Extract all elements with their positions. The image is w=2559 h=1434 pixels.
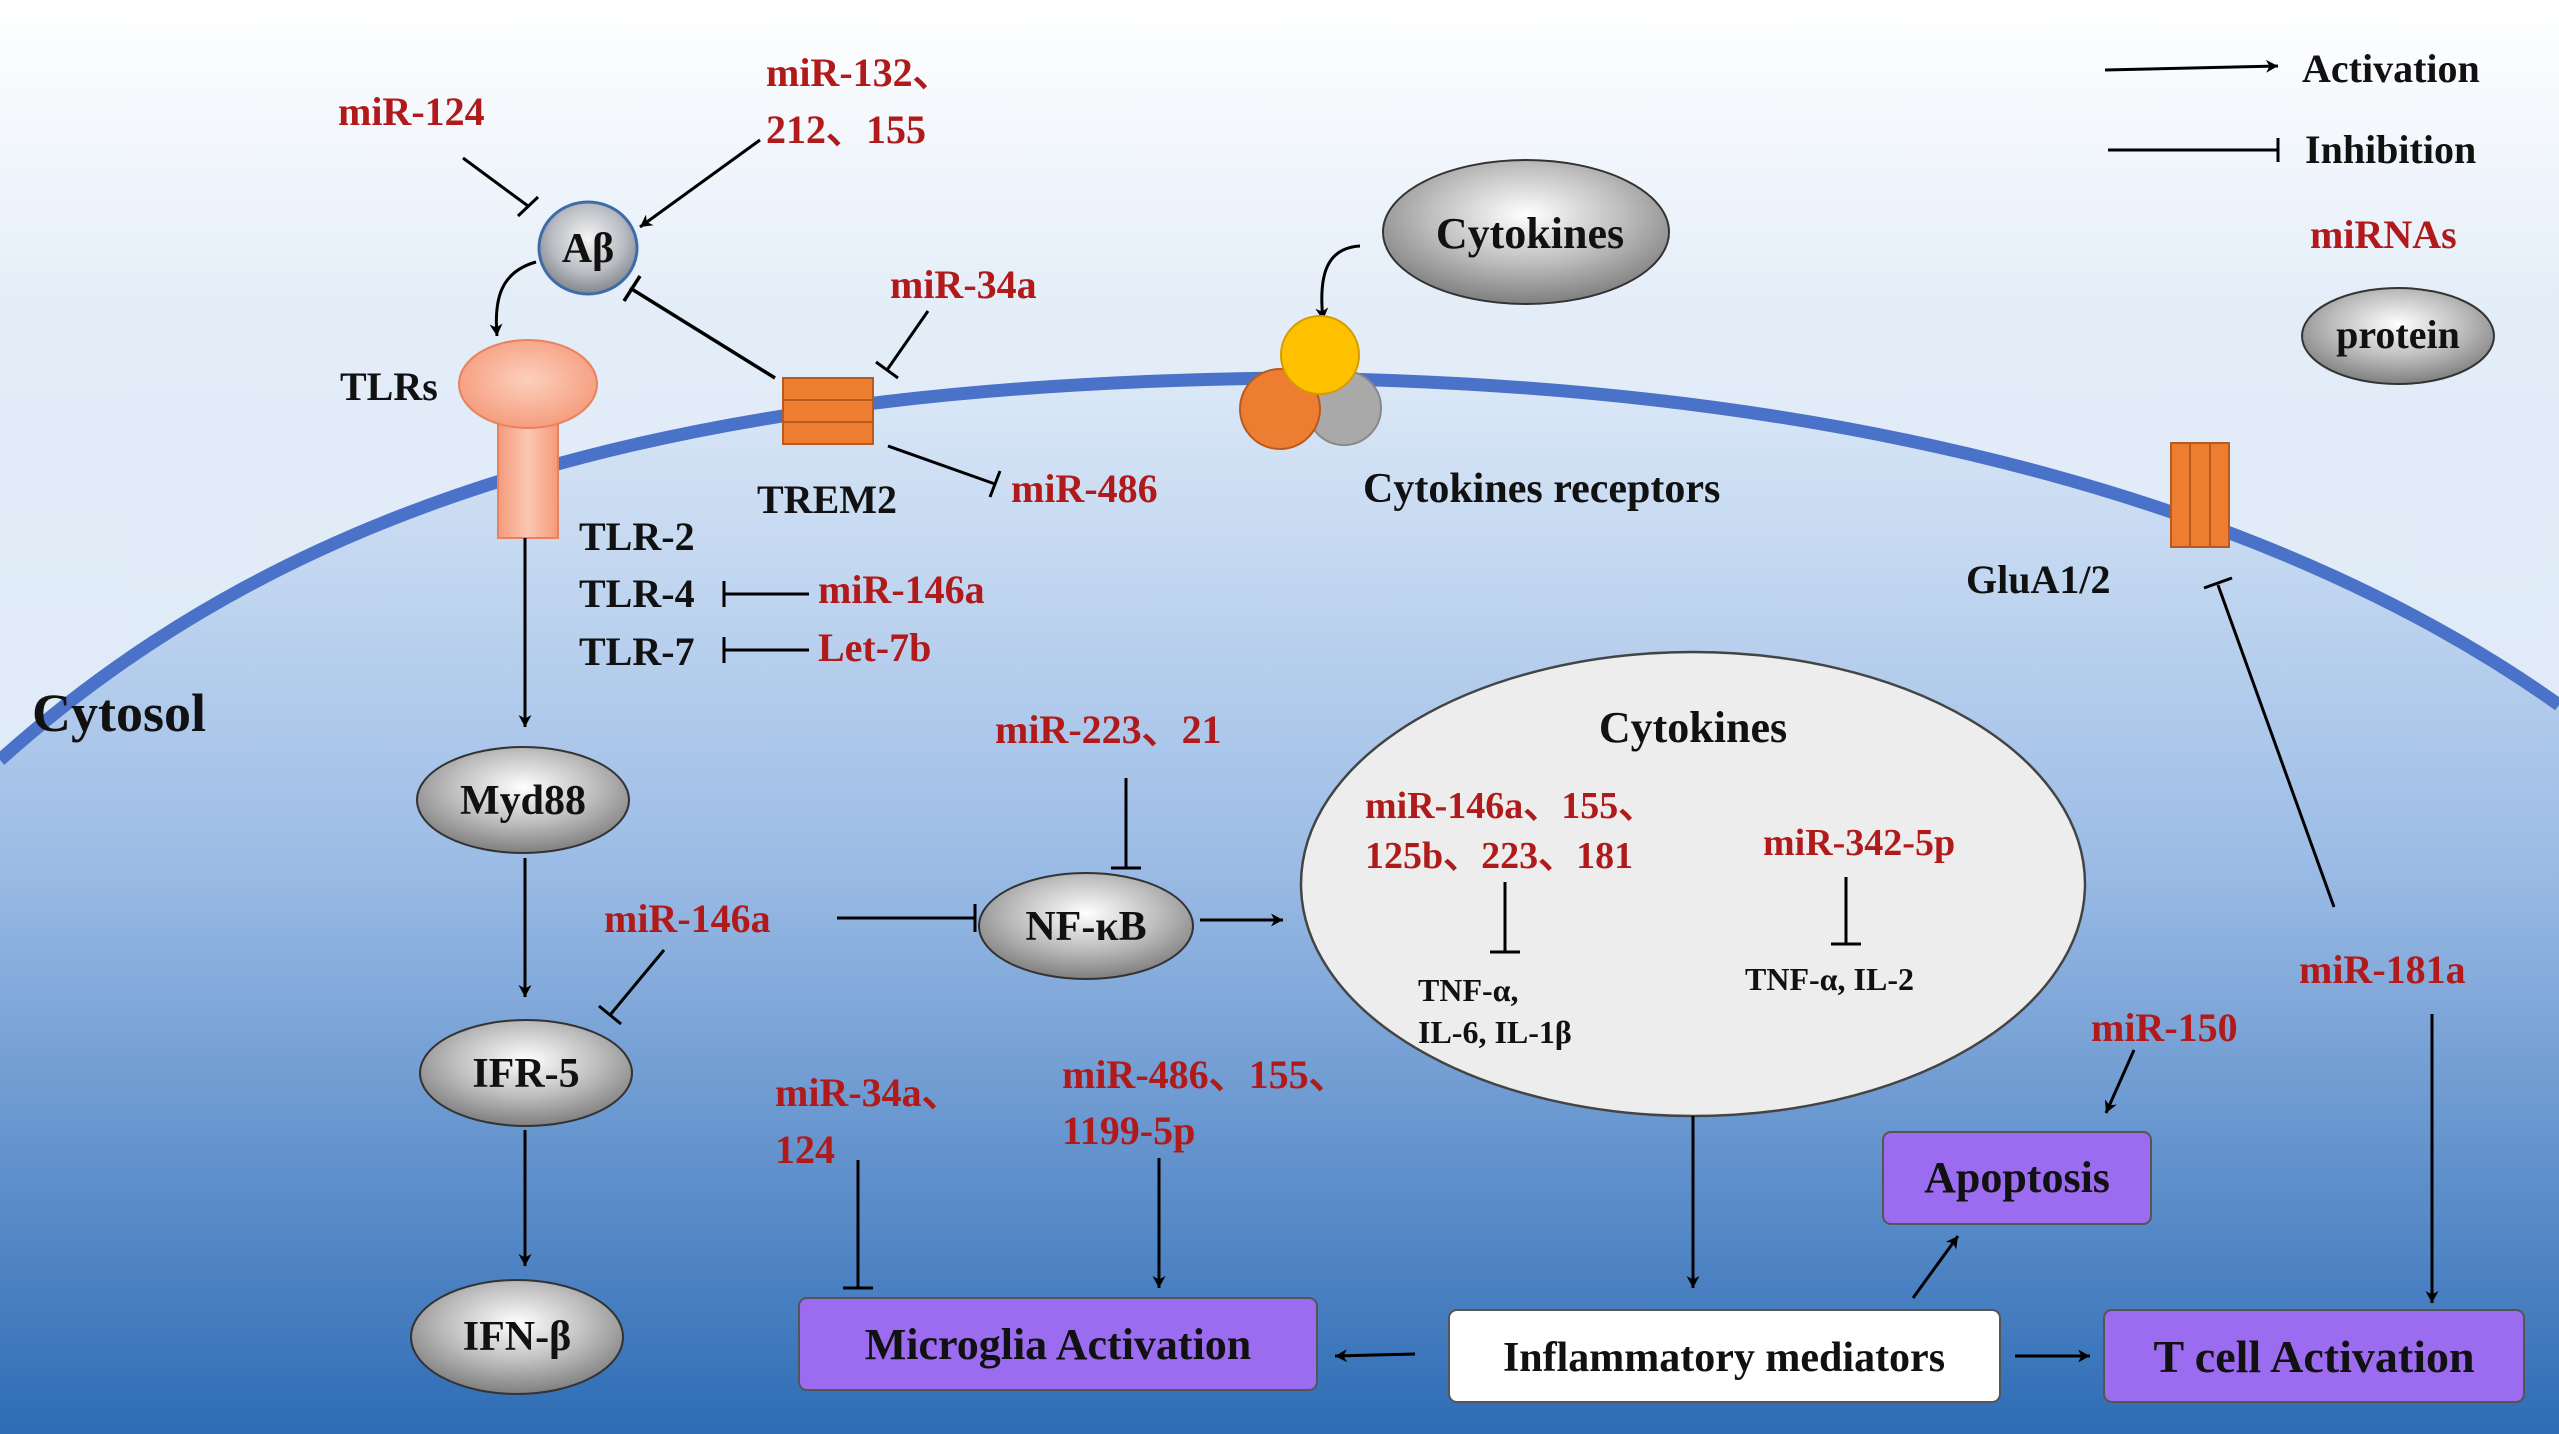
- nfkb-label: NF-κB: [1025, 904, 1146, 950]
- legend-activation-arrow: [2104, 59, 2279, 73]
- tlr2-label: TLR-2: [579, 514, 695, 559]
- cytokines-top-label: Cytokines: [1436, 209, 1624, 258]
- mirna-342-5p: miR-342-5p: [1763, 822, 1955, 864]
- legend-activation-label: Activation: [2302, 46, 2480, 91]
- mirna-486-155-line2: 1199-5p: [1062, 1108, 1195, 1153]
- abeta-protein: [537, 200, 639, 296]
- glua-receptor: [2170, 442, 2230, 548]
- mirna-146a-cluster-line1: miR-146a、155、: [1365, 785, 1656, 827]
- microglia-activation-box: [798, 1297, 1318, 1391]
- tlr-receptor-head: [458, 339, 598, 429]
- arrow-mir132-abeta: [639, 138, 761, 229]
- mirna-let7b: Let-7b: [818, 625, 931, 670]
- cytosol-label: Cytosol: [32, 683, 206, 743]
- ifnb-label: IFN-β: [463, 1314, 571, 1360]
- nfkb-protein: [978, 872, 1194, 980]
- inhibit-mir124-abeta-bar: [516, 195, 540, 218]
- arrow-abeta-tlrs: [489, 260, 537, 337]
- arrow-inflammatory-apoptosis: [1911, 1235, 1960, 1299]
- trem2-label: TREM2: [757, 477, 897, 522]
- legend-protein-label: protein: [2336, 312, 2460, 357]
- inhibit-mir486-trem2-bar: [988, 470, 1002, 498]
- tlr4-label: TLR-4: [579, 571, 695, 616]
- myd88-protein: [416, 746, 630, 854]
- tlrs-label: TLRs: [340, 364, 438, 409]
- mirna-146a-cluster-line2: 125b、223、181: [1365, 835, 1633, 877]
- inhibit-trem2-abeta-bar: [622, 275, 642, 302]
- mirna-486-155-line1: miR-486、155、: [1062, 1052, 1349, 1097]
- inflammatory-mediators-label: Inflammatory mediators: [1503, 1335, 1945, 1381]
- ifnb-protein: [410, 1279, 624, 1395]
- receptor-yellow-subunit: [1280, 315, 1360, 395]
- cytokines-protein: [1382, 159, 1670, 305]
- mirna-132-line2: 212、155: [766, 107, 926, 152]
- apoptosis-label: Apoptosis: [1924, 1153, 2110, 1202]
- mirna-124: miR-124: [338, 89, 485, 134]
- arrow-inflammatory-microglia: [1334, 1349, 1416, 1363]
- trem2-receptor: [782, 377, 874, 445]
- inhibit-mir34a-trem2-bar: [875, 360, 899, 380]
- inhibit-mir146a-ifr5: [608, 949, 666, 1016]
- mirna-181a: miR-181a: [2299, 947, 2466, 992]
- inhibit-mir124-abeta: [462, 156, 529, 208]
- arrow-cytokines-receptor: [1315, 244, 1361, 321]
- legend: Activation Inhibition miRNAs protein: [2104, 46, 2495, 385]
- tcell-activation-box: [2103, 1309, 2525, 1403]
- inhibit-mir146a-ifr5-bar: [598, 1004, 622, 1026]
- glua-label: GluA1/2: [1966, 557, 2110, 602]
- legend-mirnas-label: miRNAs: [2310, 212, 2457, 257]
- mirna-34a-top: miR-34a: [890, 262, 1037, 307]
- mirna-34a-124-line1: miR-34a、: [775, 1070, 962, 1115]
- arrow-mir150-apoptosis: [2104, 1049, 2136, 1114]
- mirna-486-top: miR-486: [1011, 466, 1158, 511]
- tnf-il6-line1: TNF-α,: [1418, 972, 1519, 1008]
- tnf-il6-line2: IL-6, IL-1β: [1418, 1014, 1572, 1050]
- myd88-label: Myd88: [460, 778, 586, 824]
- mirna-146a-mid: miR-146a: [604, 896, 771, 941]
- tnf-il2-label: TNF-α, IL-2: [1745, 961, 1914, 997]
- legend-inhibition-label: Inhibition: [2305, 127, 2476, 172]
- mirna-223-21: miR-223、21: [995, 707, 1222, 752]
- inflammatory-mediators-box: [1448, 1309, 2001, 1403]
- inhibit-trem2-abeta: [629, 286, 776, 380]
- apoptosis-box: [1882, 1131, 2152, 1225]
- inhibit-mir34a-trem2: [885, 310, 930, 371]
- microglia-activation-label: Microglia Activation: [865, 1320, 1252, 1369]
- tcell-activation-label: T cell Activation: [2153, 1331, 2474, 1382]
- mirna-34a-124-line2: 124: [775, 1127, 835, 1172]
- abeta-label: Aβ: [562, 226, 614, 272]
- tlr7-label: TLR-7: [579, 629, 695, 674]
- cytokine-receptors-label: Cytokines receptors: [1363, 466, 1720, 512]
- ifr5-label: IFR-5: [472, 1051, 579, 1097]
- inhibit-mir181a-glua: [2216, 584, 2336, 908]
- cytokines-box-title: Cytokines: [1599, 703, 1787, 752]
- legend-protein-ellipse: [2301, 287, 2495, 385]
- mirna-132-line1: miR-132、: [766, 50, 953, 95]
- mirna-146a-tlr: miR-146a: [818, 567, 985, 612]
- mirna-150: miR-150: [2091, 1005, 2238, 1050]
- ifr5-protein: [419, 1019, 633, 1127]
- inhibit-mir486-trem2: [887, 444, 996, 486]
- inhibit-mir181a-glua-bar: [2203, 576, 2233, 590]
